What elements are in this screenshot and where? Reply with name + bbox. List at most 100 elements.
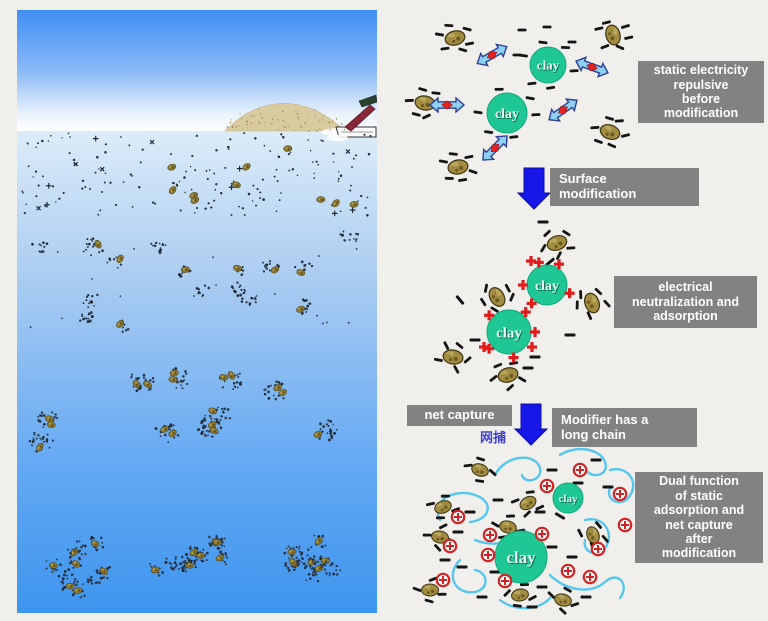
negative-charge-icon (463, 356, 472, 364)
negative-charge-icon (424, 598, 434, 604)
clay-particle-label: clay (496, 325, 522, 341)
negative-charge-icon (512, 603, 522, 608)
process-arrow-icon (513, 403, 549, 446)
algae-cell (519, 495, 537, 511)
clay-algae-floc (85, 237, 102, 249)
repulsion-arrow-icon (548, 98, 578, 122)
negative-charge-icon (448, 152, 458, 156)
negative-charge-icon (562, 229, 571, 237)
negative-charge-icon (517, 376, 527, 383)
sparkle-particle (228, 184, 235, 191)
algae-cell (431, 530, 449, 544)
clay-algae-floc (178, 265, 192, 278)
negative-charge-icon (527, 81, 537, 86)
clay-algae-floc (168, 367, 189, 390)
negative-charge-icon (529, 355, 541, 359)
clay-algae-floc (45, 535, 112, 599)
negative-charge-icon (607, 142, 617, 149)
negative-charge-icon (452, 530, 464, 534)
negative-charge-icon (579, 290, 583, 300)
negative-charge-icon (554, 512, 566, 520)
negative-charge-icon (534, 510, 546, 514)
negative-charge-icon (444, 23, 454, 28)
negative-charge-icon (621, 133, 630, 138)
clay-algae-floc (294, 260, 314, 276)
negative-charge-icon (438, 159, 448, 164)
algae-cell (583, 292, 601, 314)
positive-charge-icon (530, 327, 540, 337)
algae-cell (434, 500, 452, 514)
negative-charge-icon (546, 545, 558, 549)
negative-charge-icon (433, 357, 443, 362)
negative-charge-icon (601, 534, 609, 543)
polymer-chain (558, 447, 607, 477)
clay-particle-label: clay (495, 107, 519, 122)
caption-dual-function: Dual function of static adsorption and n… (635, 472, 763, 563)
negative-charge-icon (404, 98, 414, 103)
clay-particle-label-shadow: clay (507, 549, 537, 568)
negative-charge-icon (422, 113, 431, 120)
circled-positive-charge-icon (450, 509, 466, 525)
negative-charge-icon (555, 251, 562, 260)
clay-algae-floc (31, 241, 49, 254)
net-capture-chinese-label: 网捕 (479, 430, 506, 445)
negative-charge-icon (463, 463, 473, 468)
negative-charge-icon (575, 300, 579, 310)
clay-algae-floc (85, 293, 99, 307)
negative-charge-icon (535, 504, 545, 511)
circled-positive-charge-icon (482, 527, 498, 543)
negative-charge-icon (546, 468, 558, 472)
negative-charge-icon (594, 26, 604, 31)
caption-net-capture: net capture (407, 405, 512, 426)
negative-charge-icon (444, 176, 454, 180)
negative-charge-icon (458, 178, 468, 182)
negative-charge-icon (422, 533, 432, 537)
polymer-chain (607, 468, 635, 504)
negative-charge-icon (476, 456, 486, 462)
negative-charge-icon (431, 91, 441, 95)
negative-charge-icon (506, 383, 515, 392)
clay-modification-mechanism-diagram: clayclayclayclayclayclayclayclayclayclay… (404, 20, 635, 615)
clay-algae-floc (37, 411, 59, 428)
negative-charge-icon (559, 607, 567, 615)
clay-algae-floc (218, 371, 243, 390)
negative-charge-icon (560, 45, 571, 50)
clay-algae-floc (230, 281, 247, 298)
negative-charge-icon (563, 586, 572, 593)
circled-positive-charge-icon (435, 572, 451, 588)
polymer-chain (451, 558, 487, 594)
negative-charge-icon (440, 494, 450, 498)
negative-charge-icon (475, 479, 485, 483)
sparkle-particle (236, 165, 243, 172)
negative-charge-icon (428, 576, 438, 582)
circled-positive-charge-icon (572, 462, 588, 478)
negative-charge-icon (593, 138, 603, 144)
negative-charge-icon (473, 110, 483, 115)
sparkle-particle (149, 139, 155, 145)
negative-charge-icon (615, 44, 625, 51)
sky (17, 10, 377, 131)
negative-charge-icon (547, 591, 556, 599)
positive-charge-icon (564, 288, 575, 299)
sparkle-particle (36, 205, 42, 211)
negative-charge-icon (594, 287, 603, 296)
negative-charge-icon (537, 220, 549, 224)
negative-charge-icon (489, 374, 498, 382)
negative-charge-icon (443, 341, 450, 350)
negative-charge-icon (488, 468, 497, 477)
clay-algae-floc (148, 534, 229, 577)
negative-charge-icon (564, 333, 576, 337)
positive-charge-icon (484, 343, 495, 354)
negative-charge-icon (462, 26, 472, 32)
algae-cell (605, 24, 621, 46)
negative-charge-icon (493, 362, 503, 369)
negative-charge-icon (510, 498, 520, 504)
sparkle-particle (73, 161, 79, 167)
negative-charge-icon (546, 85, 556, 90)
negative-charge-icon (438, 523, 448, 530)
negative-charge-icon (594, 521, 603, 529)
